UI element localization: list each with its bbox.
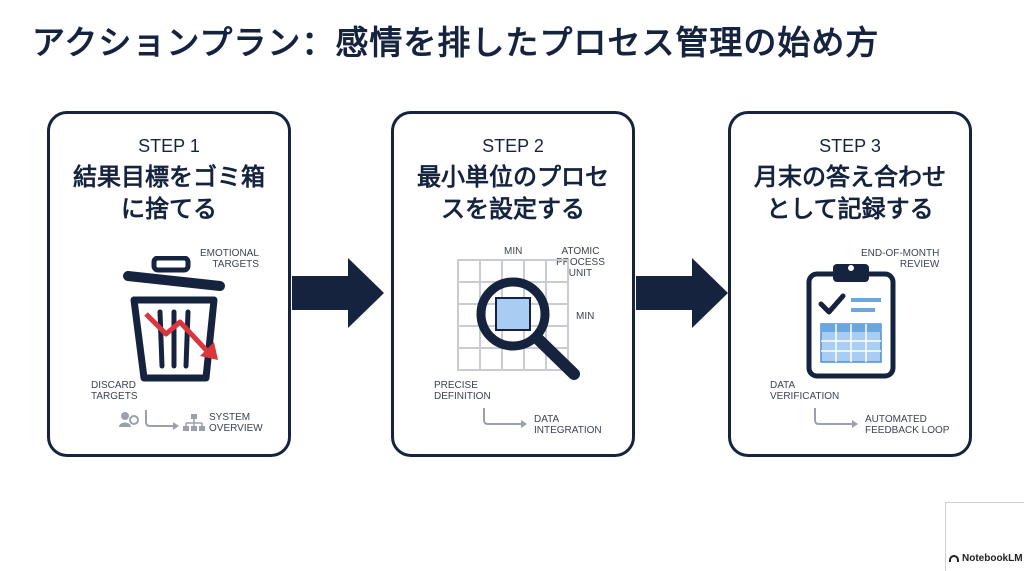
downward-trend-arrow-icon — [144, 312, 218, 360]
min-right-label: MIN — [576, 311, 595, 322]
step-3-label: STEP 3 — [819, 136, 881, 156]
step-2-heading: 最小単位のプロセ スを設定する — [394, 161, 632, 225]
step-2-label: STEP 2 — [482, 136, 544, 156]
atomic-process-unit-label: ATOMIC PROCESS UNIT — [556, 246, 605, 279]
notebooklm-brand: NotebookLM — [949, 553, 1023, 564]
automated-feedback-loop-label: AUTOMATED FEEDBACK LOOP — [865, 414, 950, 436]
min-top-label: MIN — [504, 246, 523, 257]
precise-definition-label: PRECISE DEFINITION — [434, 380, 491, 402]
checkmark-icon — [818, 293, 846, 315]
step-3-card: STEP 3 月末の答え合わせ として記録する END-OF-MONTH REV… — [728, 111, 972, 457]
step-1-label: STEP 1 — [138, 136, 200, 156]
grid-icon — [457, 259, 580, 380]
data-verification-label: DATA VERIFICATION — [770, 380, 840, 402]
step-1-card: STEP 1 結果目標をゴミ箱 に捨てる EMOTIONAL TARGETS D… — [47, 111, 291, 457]
person-gear-icon — [119, 412, 139, 427]
page-title: アクションプラン：感情を排したプロセス管理の始め方 — [32, 23, 880, 62]
system-overview-label: SYSTEM OVERVIEW — [209, 412, 263, 434]
table-icon — [820, 323, 882, 363]
brand-corner-box — [945, 502, 1024, 571]
step-2-heading-line2: スを設定する — [441, 195, 585, 223]
flow-arrow-icon — [145, 410, 179, 430]
notebooklm-logo-icon — [949, 554, 959, 562]
clipboard-checklist-icon — [806, 264, 896, 379]
flow-arrow-step2-to-step3 — [636, 258, 728, 328]
step-1-heading-line2: に捨てる — [121, 195, 217, 223]
emotional-targets-label: EMOTIONAL TARGETS — [200, 248, 259, 270]
end-of-month-review-label: END-OF-MONTH REVIEW — [861, 248, 940, 270]
flow-arrow-icon — [814, 408, 858, 428]
step-3-heading: 月末の答え合わせ として記録する — [731, 161, 969, 225]
step-3-heading-line2: として記録する — [766, 195, 934, 223]
step-1-heading-line1: 結果目標をゴミ箱 — [73, 163, 265, 191]
org-chart-icon — [183, 414, 205, 431]
step-2-card: STEP 2 最小単位のプロセ スを設定する MIN ATOMIC PROCES… — [391, 111, 635, 457]
flow-arrow-step1-to-step2 — [292, 258, 384, 328]
brand-text: NotebookLM — [962, 553, 1023, 564]
step-1-heading: 結果目標をゴミ箱 に捨てる — [50, 161, 288, 225]
trash-can-icon — [123, 256, 225, 382]
step-3-heading-line1: 月末の答え合わせ — [754, 163, 946, 191]
step-2-heading-line1: 最小単位のプロセ — [417, 163, 609, 191]
magnifying-glass-icon — [476, 277, 580, 380]
data-integration-label: DATA INTEGRATION — [534, 414, 602, 436]
discard-targets-label: DISCARD TARGETS — [91, 380, 138, 402]
flow-arrow-icon — [483, 408, 527, 428]
